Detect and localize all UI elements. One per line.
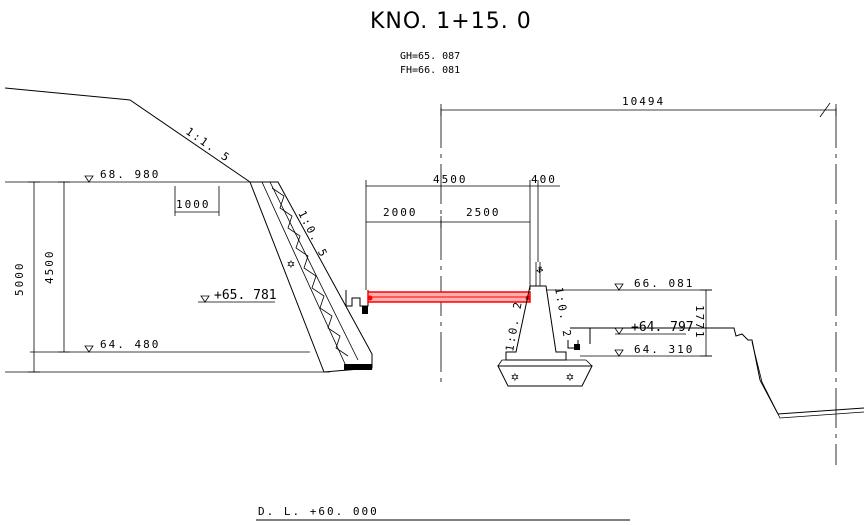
elev-66081: 66. 081 — [634, 277, 694, 290]
section-title: KNO. 1+15. 0 — [370, 9, 532, 34]
dim-5000-label: 5000 — [13, 262, 26, 297]
dim-1771-label: 1771 — [693, 305, 706, 340]
gh-label: GH=65. 087 — [400, 51, 460, 62]
slope-label-4: 1:0. 2 — [552, 286, 574, 339]
datum: D. L. +60. 000 — [256, 505, 630, 521]
pier: ቆ — [497, 262, 593, 387]
dimension-total: 10494 — [440, 95, 837, 118]
elev-65781: +65. 781 — [214, 288, 277, 303]
slope-label-2: 1:0. 5 — [295, 208, 330, 260]
pier-mark-left: ✡ — [511, 370, 519, 385]
bridge-deck — [367, 291, 531, 303]
left-seat — [345, 290, 369, 307]
dim-2000-label: 2000 — [383, 206, 418, 219]
level-marks-left: 68. 980 64. 480 +65. 781 — [5, 168, 330, 373]
dim-total-label: 10494 — [622, 95, 665, 108]
level-marks-right: 66. 081 +64. 797 64. 310 1771 — [546, 277, 712, 357]
dim-4500-label: 4500 — [433, 173, 468, 186]
datum-label: D. L. +60. 000 — [258, 505, 379, 518]
dimension-verticals-left: 5000 4500 — [13, 181, 70, 373]
retaining-wall — [249, 181, 373, 373]
dim-2500-label: 2500 — [466, 206, 501, 219]
slope-label-1: 1:1. 5 — [183, 125, 233, 165]
dimension-1000: 1000 — [174, 186, 220, 216]
railing-mark: ቆ — [536, 263, 544, 276]
fh-label: FH=66. 081 — [400, 65, 460, 76]
right-ground — [567, 327, 864, 419]
dimension-span: 4500 400 2000 2500 — [365, 173, 560, 290]
ground-line-left — [4, 87, 251, 183]
dim-400-label: 400 — [531, 173, 557, 186]
dim-1000-label: 1000 — [176, 198, 211, 211]
wall-mark: ✡ — [287, 257, 295, 272]
elev-64480: 64. 480 — [100, 338, 160, 351]
center-lines — [440, 108, 837, 465]
elev-64310: 64. 310 — [634, 343, 694, 356]
pier-mark-right: ✡ — [566, 370, 574, 385]
elev-64797: +64. 797 — [631, 320, 694, 335]
dim-4500v-label: 4500 — [43, 250, 56, 285]
elev-68980: 68. 980 — [100, 168, 160, 181]
